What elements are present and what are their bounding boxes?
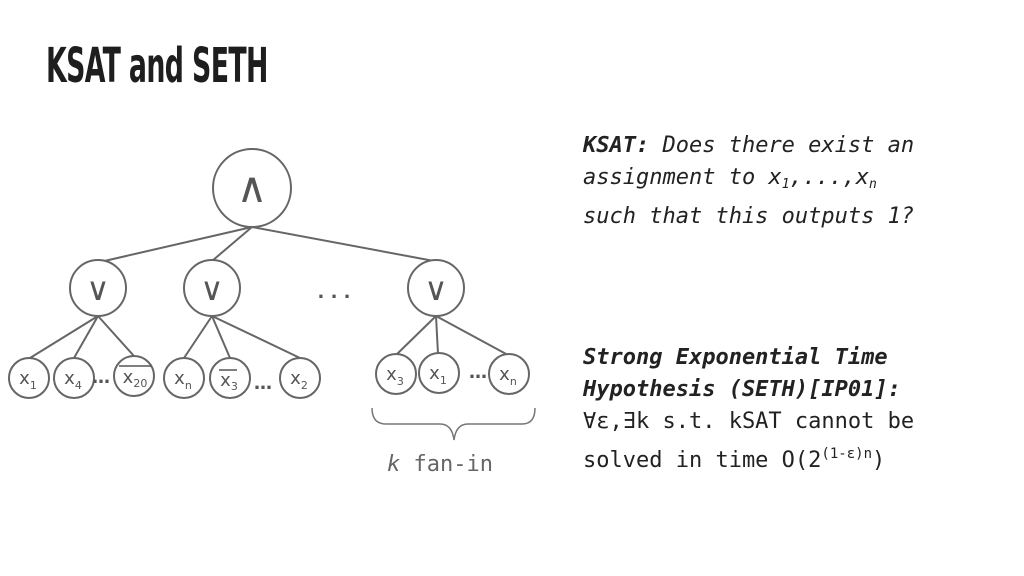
- slide-title: KSAT and SETH: [46, 38, 268, 94]
- literal-circle: [279, 357, 321, 399]
- edge-root-or1: [99, 226, 253, 263]
- literal-label: xn: [499, 364, 517, 388]
- or-gate-2: ∨: [183, 259, 241, 317]
- edge-or1-lit1: [29, 315, 99, 359]
- literal-node: x3: [375, 353, 417, 395]
- literal-circle: [113, 355, 155, 397]
- literal-circle: [418, 352, 460, 394]
- literal-label: x20: [123, 367, 148, 390]
- edge-or3-lit1: [395, 315, 437, 356]
- ksat-line-1: KSAT: Does there exist an: [583, 130, 1003, 162]
- and-gate-symbol: ∧: [237, 163, 268, 212]
- or-gate-circle: [407, 259, 465, 317]
- literal-node-negated: x3: [209, 357, 251, 399]
- seth-heading-line-2: Hypothesis (SETH)[IP01]:: [583, 377, 901, 402]
- and-gate-root: ∧: [212, 148, 292, 228]
- seth-heading-line-1: Strong Exponential Time: [583, 345, 888, 370]
- fan-in-label: k fan-in: [387, 452, 493, 477]
- or-gate-3: ∨: [407, 259, 465, 317]
- edge-or2-lit1: [183, 315, 213, 359]
- literal-ellipsis: …: [469, 362, 487, 383]
- seth-statement-line-1: ∀ε,∃k s.t. kSAT cannot be: [583, 409, 915, 434]
- fan-in-brace: [371, 407, 536, 441]
- literal-node: xn: [488, 353, 530, 395]
- literal-label: xn: [174, 368, 192, 392]
- ksat-line-3: such that this outputs 1?: [583, 204, 915, 229]
- literal-circle: [53, 357, 95, 399]
- edge-or2-lit3: [211, 315, 301, 359]
- edge-root-or3: [251, 226, 435, 262]
- literal-node: xn: [163, 357, 205, 399]
- literal-label: x2: [290, 368, 308, 392]
- or-gate-symbol: ∨: [200, 270, 223, 308]
- literal-circle: [209, 357, 251, 399]
- literal-node: x2: [279, 357, 321, 399]
- seth-statement-line-2: solved in time O(2(1-ε)n): [583, 446, 886, 473]
- edge-or1-lit2: [73, 315, 99, 359]
- literal-label: x3: [386, 364, 404, 388]
- edge-or3-lit2: [435, 315, 439, 355]
- literal-ellipsis: …: [254, 373, 272, 394]
- ksat-question-start: Does there exist an: [649, 133, 915, 158]
- literal-circle: [163, 357, 205, 399]
- literal-node: x1: [418, 352, 460, 394]
- or-gate-symbol: ∨: [86, 270, 109, 308]
- or-gate-circle: [69, 259, 127, 317]
- or-gate-circle: [183, 259, 241, 317]
- literal-ellipsis: …: [92, 367, 110, 388]
- or-gate-1: ∨: [69, 259, 127, 317]
- literal-circle: [375, 353, 417, 395]
- literal-node-negated: x20: [113, 355, 155, 397]
- or-gate-symbol: ∨: [424, 270, 447, 308]
- gates-ellipsis: . . .: [317, 282, 350, 303]
- edge-root-or2: [211, 226, 253, 262]
- ksat-label: KSAT:: [583, 133, 650, 158]
- literal-circle: [8, 357, 50, 399]
- ksat-line-2: assignment to x1,...,xn: [583, 165, 877, 192]
- literal-node: x4: [53, 357, 95, 399]
- edge-or3-lit3: [435, 315, 509, 356]
- literal-label: x3: [220, 370, 238, 393]
- literal-node: x1: [8, 357, 50, 399]
- literal-circle: [488, 353, 530, 395]
- ksat-definition: KSAT: Does there exist an assignment to …: [583, 130, 1003, 233]
- literal-label: x1: [19, 368, 37, 392]
- edge-or2-lit2: [211, 315, 231, 359]
- seth-definition: Strong Exponential Time Hypothesis (SETH…: [583, 342, 1003, 477]
- and-gate-circle: [212, 148, 292, 228]
- literal-label: x4: [64, 368, 82, 392]
- literal-label: x1: [429, 363, 447, 387]
- edge-or1-lit3: [97, 315, 135, 357]
